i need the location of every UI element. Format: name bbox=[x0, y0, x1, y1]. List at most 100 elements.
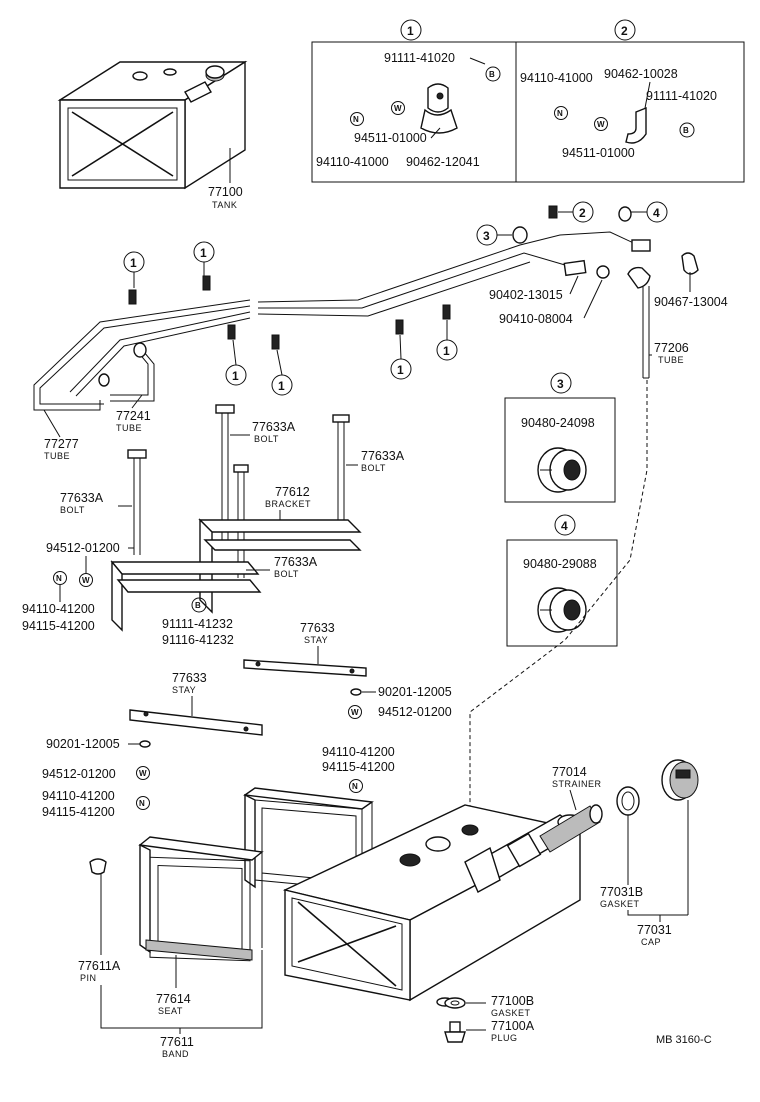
inset2-clamp-part: 90462-10028 bbox=[604, 67, 678, 81]
inset4-grommet bbox=[537, 587, 587, 633]
inset2-clamp bbox=[625, 106, 647, 144]
svg-text:2: 2 bbox=[621, 24, 628, 38]
line-clip-5 bbox=[395, 319, 404, 335]
gasket-77100b bbox=[444, 997, 466, 1009]
line-clip-2 bbox=[202, 275, 211, 291]
svg-text:N: N bbox=[56, 574, 62, 583]
gasket-77100b-name: GASKET bbox=[491, 1008, 531, 1018]
callout-1-d: 1 bbox=[271, 349, 293, 396]
stay-right-number: 77633 bbox=[300, 621, 335, 635]
plug-77100a bbox=[444, 1021, 466, 1043]
tube-77206-number: 77206 bbox=[654, 341, 689, 355]
callout-4-header: 4 bbox=[554, 514, 576, 536]
bolt-d-number: 77633A bbox=[274, 555, 318, 569]
line-clip-1 bbox=[128, 289, 137, 305]
bolt-d-name: BOLT bbox=[274, 569, 299, 579]
svg-text:1: 1 bbox=[130, 256, 137, 270]
band-number: 77611 bbox=[160, 1035, 194, 1049]
grommet-4-small bbox=[618, 206, 632, 222]
gasket-77031b-name: GASKET bbox=[600, 899, 640, 909]
label-94512-01200-left: 94512-01200 bbox=[46, 541, 120, 555]
tank-top-number: 77100 bbox=[208, 185, 243, 199]
inset2-washer: 94511-01000 bbox=[562, 146, 635, 160]
w-badge-low: W bbox=[136, 766, 150, 780]
label-90467-13004: 90467-13004 bbox=[654, 295, 728, 309]
seat-name: SEAT bbox=[158, 1006, 183, 1016]
label-94115-41200-mid: 94115-41200 bbox=[322, 760, 395, 774]
grommet-lower bbox=[98, 373, 110, 387]
bolt-b-name: BOLT bbox=[361, 463, 386, 473]
svg-text:1: 1 bbox=[200, 246, 207, 260]
stay-left-number: 77633 bbox=[172, 671, 207, 685]
stay-right bbox=[243, 659, 367, 677]
pin-name: PIN bbox=[80, 973, 97, 983]
plug-name: PLUG bbox=[491, 1033, 518, 1043]
inset2-nut: 94110-41000 bbox=[520, 71, 593, 85]
pin-number: 77611A bbox=[78, 959, 121, 973]
stay-left bbox=[129, 709, 263, 736]
inset2-clamp-bolt: 91111-41020 bbox=[646, 89, 717, 103]
label-94115-41200-low: 94115-41200 bbox=[42, 805, 115, 819]
callout-1-c: 1 bbox=[225, 339, 247, 386]
gasket-77031b-number: 77031B bbox=[600, 885, 643, 899]
inset-box-grommet-4 bbox=[506, 539, 618, 647]
diagram-code: MB 3160-C bbox=[656, 1034, 712, 1046]
label-91111-41232: 91111-41232 bbox=[162, 617, 233, 631]
inset3-part: 90480-24098 bbox=[521, 416, 595, 430]
label-94110-41200-mid: 94110-41200 bbox=[322, 745, 395, 759]
svg-text:4: 4 bbox=[653, 206, 660, 220]
bolt-c-name: BOLT bbox=[60, 505, 85, 515]
callout-1-f: 1 bbox=[436, 320, 458, 361]
pin-77611a bbox=[89, 858, 107, 875]
inset1-b-badge: B bbox=[485, 66, 501, 82]
inset2-b-badge: B bbox=[679, 122, 695, 138]
strainer-number: 77014 bbox=[552, 765, 587, 779]
stay-right-name: STAY bbox=[304, 635, 328, 645]
label-94110-41200-low: 94110-41200 bbox=[42, 789, 115, 803]
bolt-b-number: 77633A bbox=[361, 449, 405, 463]
svg-text:N: N bbox=[139, 799, 145, 808]
n-badge-mid: N bbox=[349, 779, 363, 793]
b-badge-bracket: B bbox=[191, 597, 207, 613]
svg-text:W: W bbox=[394, 104, 402, 113]
label-90201-12005-right: 90201-12005 bbox=[378, 685, 452, 699]
inset1-nut: 94110-41000 bbox=[316, 155, 389, 169]
bracket-name: BRACKET bbox=[265, 499, 311, 509]
inset2-w-badge: W bbox=[594, 117, 608, 131]
grommet-3-small bbox=[512, 226, 528, 244]
svg-text:1: 1 bbox=[232, 369, 239, 383]
line-clip-7 bbox=[548, 205, 558, 219]
svg-text:W: W bbox=[139, 769, 147, 778]
tube-77206-name: TUBE bbox=[658, 355, 684, 365]
fuel-lines bbox=[33, 231, 641, 411]
band-frame-rear bbox=[243, 787, 374, 891]
cap-name: CAP bbox=[641, 937, 661, 947]
label-91116-41232: 91116-41232 bbox=[162, 633, 234, 647]
inset3-grommet bbox=[537, 447, 587, 493]
gasket-washer bbox=[596, 265, 610, 279]
svg-text:2: 2 bbox=[579, 206, 586, 220]
hose-fitting bbox=[681, 252, 699, 275]
callout-4-line: 4 bbox=[631, 201, 668, 223]
svg-text:N: N bbox=[353, 115, 359, 124]
svg-text:1: 1 bbox=[443, 344, 450, 358]
label-90410-08004: 90410-08004 bbox=[499, 312, 573, 326]
label-94512-01200-right: 94512-01200 bbox=[378, 705, 452, 719]
svg-text:B: B bbox=[489, 70, 495, 79]
cap-number: 77031 bbox=[637, 923, 672, 937]
svg-text:B: B bbox=[195, 601, 201, 610]
inset1-w-badge: W bbox=[391, 101, 405, 115]
bolt-a-number: 77633A bbox=[252, 420, 296, 434]
w-badge-left: W bbox=[79, 573, 93, 587]
tank-top-name: TANK bbox=[212, 200, 237, 210]
callout-2-header: 2 bbox=[614, 19, 636, 41]
svg-text:1: 1 bbox=[278, 379, 285, 393]
union-fitting bbox=[563, 259, 587, 277]
svg-text:W: W bbox=[82, 576, 90, 585]
n-badge-low: N bbox=[136, 796, 150, 810]
line-clip-3 bbox=[227, 324, 236, 340]
tube-77277-number: 77277 bbox=[44, 437, 79, 451]
fuel-tank-bottom bbox=[282, 804, 583, 1007]
label-94110-41200-left: 94110-41200 bbox=[22, 602, 95, 616]
inset1-clamp bbox=[420, 83, 458, 134]
